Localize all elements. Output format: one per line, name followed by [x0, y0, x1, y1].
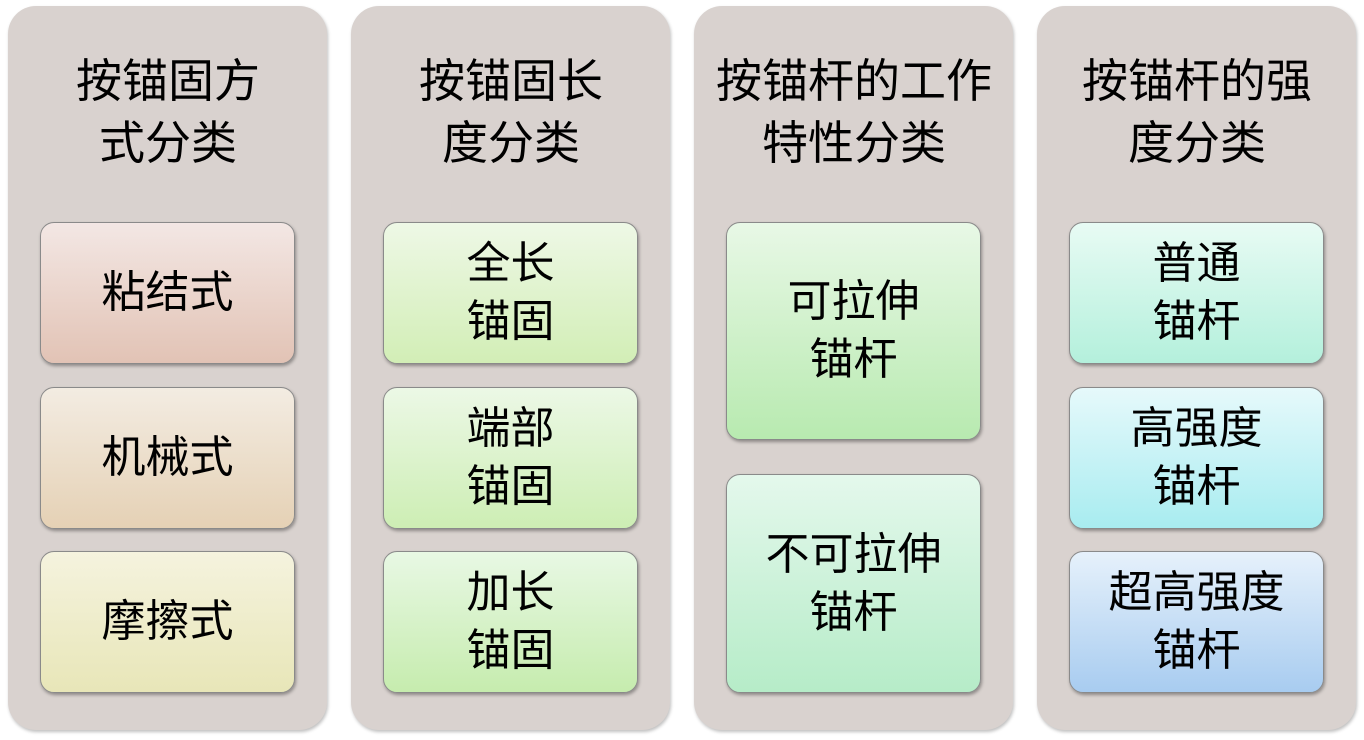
category-label: 端部锚固: [466, 403, 555, 512]
category-box: 端部锚固: [383, 387, 638, 529]
category-box: 全长锚固: [383, 222, 638, 364]
category-label: 摩擦式: [101, 596, 234, 647]
category-label: 粘结式: [101, 267, 234, 318]
column-strength: 按锚杆的强度分类 普通锚杆 高强度锚杆 超高强度锚杆: [1037, 6, 1356, 730]
category-label: 加长锚固: [466, 567, 555, 676]
category-label: 普通锚杆: [1152, 238, 1241, 347]
category-label: 不可拉伸锚杆: [765, 528, 942, 638]
category-box: 不可拉伸锚杆: [726, 474, 981, 693]
category-box: 超高强度锚杆: [1069, 551, 1324, 693]
category-box: 摩擦式: [40, 551, 295, 693]
category-box: 可拉伸锚杆: [726, 222, 981, 440]
category-label: 可拉伸锚杆: [787, 276, 920, 385]
category-label: 机械式: [101, 432, 234, 483]
column-title: 按锚杆的工作特性分类: [716, 54, 992, 170]
category-box: 机械式: [40, 387, 295, 529]
category-box: 粘结式: [40, 222, 295, 364]
category-label: 全长锚固: [466, 238, 555, 347]
category-label: 超高强度锚杆: [1108, 567, 1285, 676]
column-anchorage-length: 按锚固长度分类 全长锚固 端部锚固 加长锚固: [351, 6, 670, 730]
column-title: 按锚固长度分类: [419, 54, 603, 170]
category-box: 加长锚固: [383, 551, 638, 693]
column-anchorage-method: 按锚固方式分类 粘结式 机械式 摩擦式: [8, 6, 327, 730]
column-title: 按锚杆的强度分类: [1082, 54, 1312, 170]
category-box: 普通锚杆: [1069, 222, 1324, 364]
category-box: 高强度锚杆: [1069, 387, 1324, 529]
column-working-characteristic: 按锚杆的工作特性分类 可拉伸锚杆 不可拉伸锚杆: [694, 6, 1013, 730]
category-label: 高强度锚杆: [1130, 403, 1263, 512]
column-title: 按锚固方式分类: [76, 54, 260, 170]
